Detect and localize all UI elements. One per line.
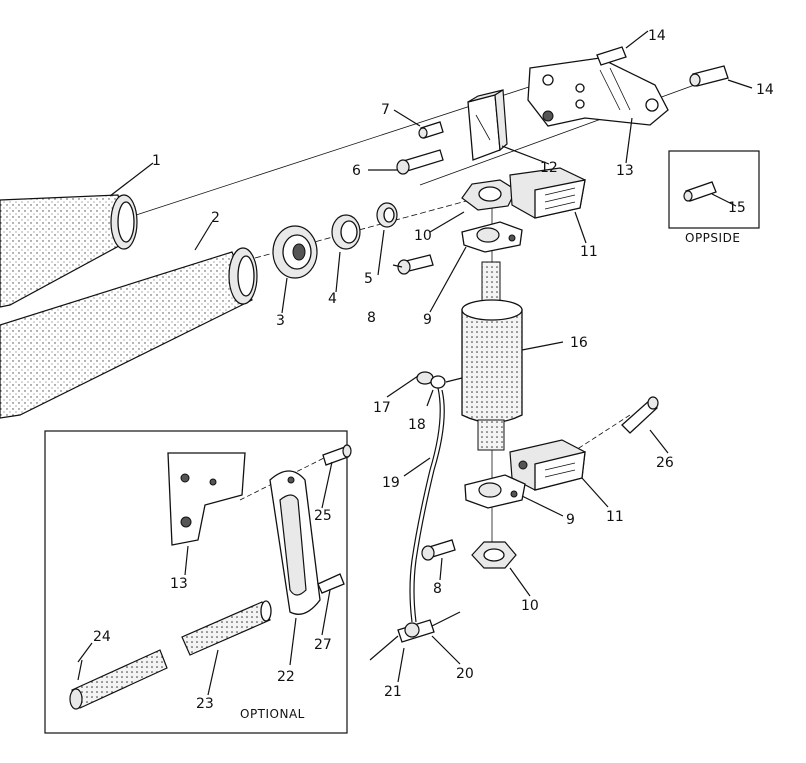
callout-11-upper: 11 (580, 244, 598, 260)
bolt-6 (396, 149, 444, 175)
callout-26: 26 (656, 455, 674, 471)
block-11-upper (509, 167, 586, 219)
optional-inset (44, 430, 352, 734)
pin-7 (418, 121, 444, 139)
nut-10-lower (471, 541, 517, 569)
roller-1 (0, 194, 138, 308)
leader-lines (77, 30, 753, 696)
callout-4: 4 (328, 291, 337, 307)
bearing-3 (272, 225, 318, 279)
pin-14-top (596, 46, 627, 66)
callout-22: 22 (277, 669, 295, 685)
callout-8-lower: 8 (433, 581, 442, 597)
callout-2: 2 (211, 210, 220, 226)
nut-10-upper (461, 179, 517, 211)
callout-8-upper: 8 (367, 310, 376, 326)
oppside-label: OPPSIDE (685, 231, 740, 245)
screw-26 (621, 396, 659, 434)
callout-3: 3 (276, 313, 285, 329)
callout-16: 16 (570, 335, 588, 351)
callout-25: 25 (314, 508, 332, 524)
cylinder-16 (461, 261, 523, 451)
callout-9-lower: 9 (566, 512, 575, 528)
optional-label: OPTIONAL (240, 707, 305, 721)
callout-14-right: 14 (756, 82, 774, 98)
callout-23: 23 (196, 696, 214, 712)
callout-21: 21 (384, 684, 402, 700)
callout-10-upper: 10 (414, 228, 432, 244)
oppside-inset (668, 150, 760, 229)
callout-labels: 1 2 3 4 5 6 7 8 9 10 11 12 13 14 14 15 1… (93, 28, 774, 712)
block-12 (467, 88, 508, 161)
callout-20: 20 (456, 666, 474, 682)
clamp-9-lower (464, 474, 526, 509)
tee-fitting-20-21 (369, 611, 461, 661)
callout-10-lower: 10 (521, 598, 539, 614)
fitting-17-18 (416, 371, 463, 389)
brake-line-19 (409, 387, 445, 623)
screw-8-upper (397, 254, 434, 275)
bracket-13 (527, 57, 669, 127)
callout-15: 15 (728, 200, 746, 216)
clamp-9-upper (461, 221, 523, 253)
callout-19: 19 (382, 475, 400, 491)
callout-18: 18 (408, 417, 426, 433)
bushing-4 (331, 214, 361, 250)
callout-12: 12 (540, 160, 558, 176)
callout-14-top: 14 (648, 28, 666, 44)
screw-8-lower (421, 539, 456, 561)
roller-2 (0, 247, 258, 419)
bushing-5 (376, 202, 398, 228)
callout-17: 17 (373, 400, 391, 416)
callout-13-main: 13 (616, 163, 634, 179)
callout-7: 7 (381, 102, 390, 118)
callout-9-upper: 9 (423, 312, 432, 328)
callout-1: 1 (152, 153, 161, 169)
callout-13-inset: 13 (170, 576, 188, 592)
callout-27: 27 (314, 637, 332, 653)
callout-5: 5 (364, 271, 373, 287)
callout-6: 6 (352, 163, 361, 179)
pin-14-right (689, 65, 729, 87)
callout-11-lower: 11 (606, 509, 624, 525)
callout-24: 24 (93, 629, 111, 645)
